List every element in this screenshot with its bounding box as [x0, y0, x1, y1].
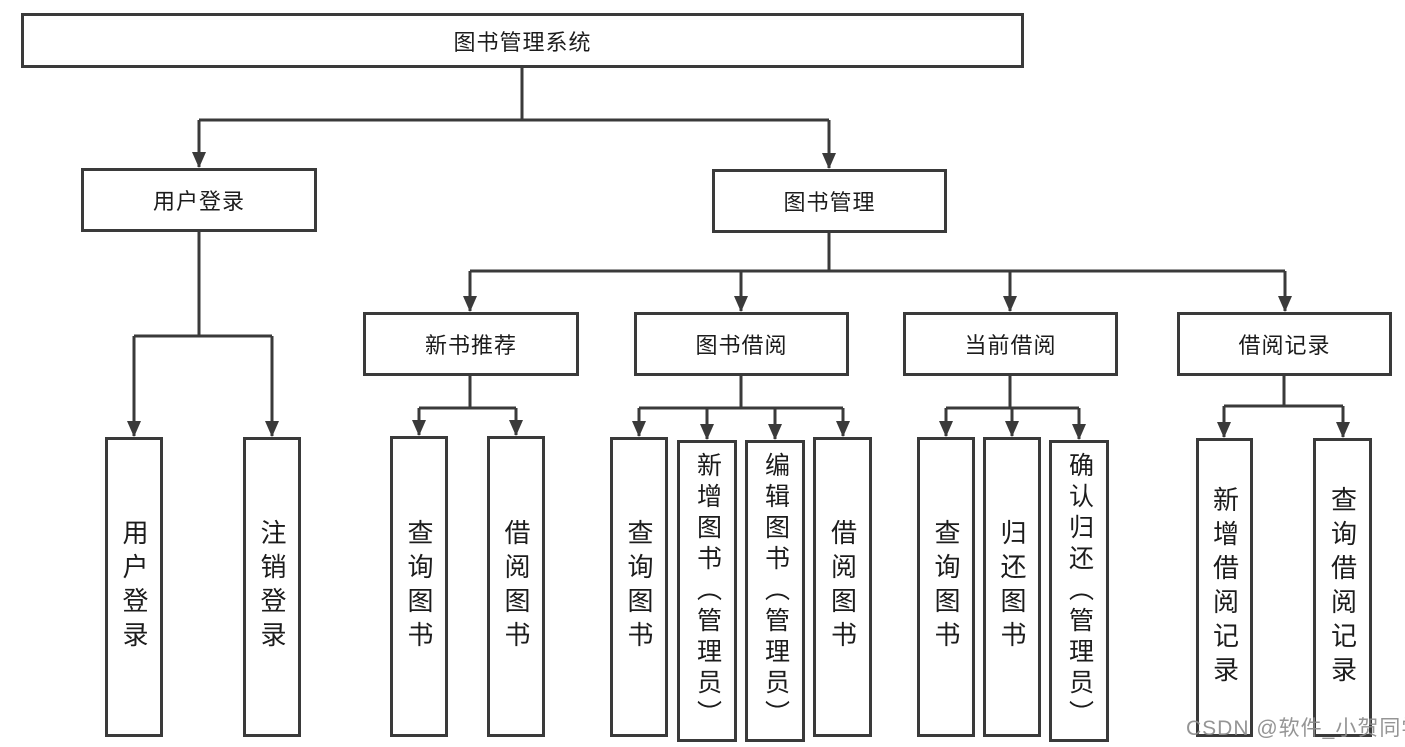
- node-leaf-add-borrow-record: 新增借阅记录: [1196, 438, 1253, 737]
- node-leaf-add-books-admin: 新增图书（管理员）: [677, 440, 737, 742]
- node-leaf-borrow-books-borrowing: 借阅图书: [813, 437, 872, 737]
- node-leaf-query-borrow-record: 查询借阅记录: [1313, 438, 1372, 737]
- node-leaf-logout: 注销登录: [243, 437, 301, 737]
- node-leaf-borrow-books-recommend: 借阅图书: [487, 436, 545, 737]
- node-borrow-records: 借阅记录: [1177, 312, 1392, 376]
- node-leaf-confirm-return-admin: 确认归还（管理员）: [1049, 440, 1109, 742]
- node-leaf-edit-books-admin: 编辑图书（管理员）: [745, 440, 805, 742]
- node-book-borrowing: 图书借阅: [634, 312, 849, 376]
- node-current-borrowing: 当前借阅: [903, 312, 1118, 376]
- node-leaf-user-login: 用户登录: [105, 437, 163, 737]
- node-library-system: 图书管理系统: [21, 13, 1024, 68]
- node-new-book-recommend: 新书推荐: [363, 312, 579, 376]
- node-leaf-return-books: 归还图书: [983, 437, 1041, 737]
- node-leaf-query-books-borrowing: 查询图书: [610, 437, 668, 737]
- node-leaf-query-books-current: 查询图书: [917, 437, 975, 737]
- node-user-login: 用户登录: [81, 168, 317, 232]
- node-book-management: 图书管理: [712, 169, 947, 233]
- csdn-watermark: CSDN @软件_小贺同学: [1186, 717, 1405, 740]
- node-leaf-query-books-recommend: 查询图书: [390, 436, 448, 737]
